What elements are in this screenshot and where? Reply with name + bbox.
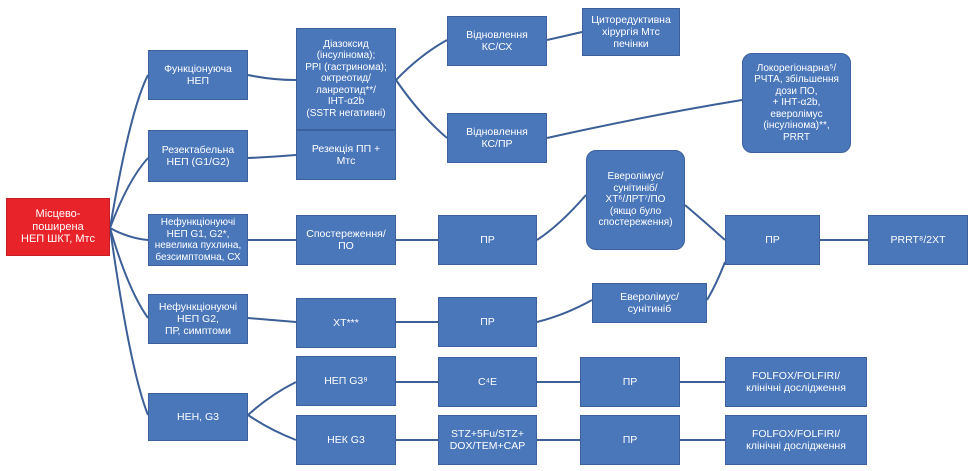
connector-neng3-nekg3 bbox=[247, 414, 297, 441]
connector-root-nonfunc-g1g2 bbox=[109, 227, 149, 241]
functional-nep-node: Функціонуюча НЕП bbox=[148, 50, 248, 100]
resection-node: Резекція ПП + Мтс bbox=[296, 130, 396, 180]
pr-nep-g3-node: ПР bbox=[580, 357, 680, 407]
c4e-node: С⁴Е bbox=[438, 357, 537, 407]
connector-func-diazoxide bbox=[247, 74, 297, 81]
everolimus-sunitinib-node: Еверолімус/ сунітиніб bbox=[592, 283, 707, 323]
connector-prct-everolimus bbox=[536, 299, 593, 323]
connector-resect-resection bbox=[247, 154, 297, 159]
connector-diazoxide-response-pr bbox=[395, 79, 448, 139]
diazoxide-node: Діазоксид (інсулінома); PPI (гастринома)… bbox=[296, 28, 396, 130]
connector-neng3-nepg3 bbox=[247, 381, 297, 416]
connector-pr-locoregional bbox=[546, 99, 743, 139]
nek-g3-node: НЕК G3 bbox=[296, 415, 396, 465]
connector-everolimus-prmerge bbox=[684, 204, 726, 241]
connector-root-nonfunc-g2 bbox=[109, 227, 149, 319]
pr-after-observation-node: ПР bbox=[438, 215, 537, 265]
connector-sd-cytoreductive bbox=[546, 31, 583, 41]
folfox-nek-node: FOLFOX/FOLFIRI/ клінічні дослідження bbox=[725, 415, 867, 465]
chemotherapy-node: ХТ*** bbox=[296, 298, 396, 348]
pr-after-chemotherapy-node: ПР bbox=[438, 297, 537, 347]
connector-probs-everolimus bbox=[536, 194, 587, 241]
nen-g3-node: НЕН, G3 bbox=[148, 393, 248, 441]
root-node: Місцево-поширена НЕП ШКТ, Мтс bbox=[6, 198, 110, 256]
connector-evsunit-prmerge bbox=[706, 261, 726, 301]
connector-root-nen-g3 bbox=[109, 227, 149, 416]
connector-root-func bbox=[109, 74, 149, 229]
prrt-chemotherapy-node: PRRT⁸/2ХТ bbox=[868, 215, 968, 265]
pr-nek-g3-node: ПР bbox=[580, 415, 680, 465]
connector-root-resect bbox=[109, 157, 149, 229]
folfox-nep-node: FOLFOX/FOLFIRI/ клінічні дослідження bbox=[725, 357, 867, 407]
connector-nonfunc-ct bbox=[247, 317, 297, 323]
nonfunctional-g1g2-node: Нефункціонуючі НЕП G1, G2*, невелика пух… bbox=[148, 214, 248, 266]
locoregional-therapy-node: Локорегіонарна⁵/ РЧТА, збільшення дози П… bbox=[742, 53, 851, 153]
observation-node: Спостереження/ ПО bbox=[296, 215, 396, 265]
resectable-nep-node: Резектабельна НЕП (G1/G2) bbox=[148, 130, 248, 182]
response-cs-pr-node: Відновлення КС/ПР bbox=[447, 113, 547, 163]
stz-regimen-node: STZ+5Fu/STZ+ DOX/TEM+CAP bbox=[438, 415, 537, 465]
nep-g3-node: НЕП G3⁹ bbox=[296, 356, 396, 406]
connector-diazoxide-response-sd bbox=[395, 39, 448, 81]
nonfunctional-g2-node: Нефункціонуючі НЕП G2, ПР, симптоми bbox=[148, 294, 248, 344]
response-cs-sd-node: Відновлення КС/СХ bbox=[447, 16, 547, 66]
cytoreductive-surgery-node: Циторедуктивна хірургія Мтс печінки bbox=[582, 8, 680, 56]
everolimus-options-node: Еверолімус/ сунітиніб/ ХТ⁶/ЛРТ⁷/ПО (якщо… bbox=[586, 150, 685, 250]
pr-merge-node: ПР bbox=[725, 215, 820, 265]
